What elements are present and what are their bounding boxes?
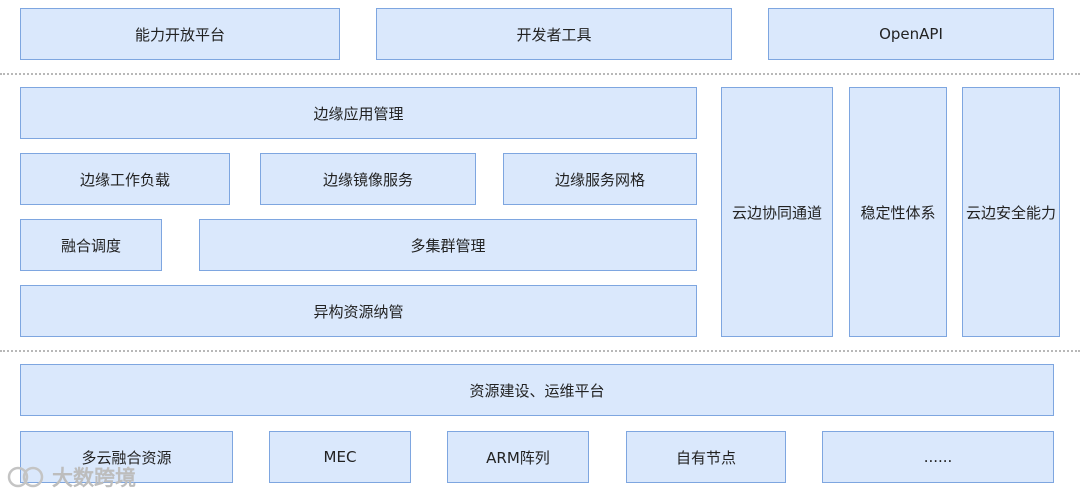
edge-image-service-box: 边缘镜像服务	[260, 153, 476, 205]
openapi-box: OpenAPI	[768, 8, 1054, 60]
cloud-edge-channel-box: 云边协同通道	[721, 87, 833, 337]
heterogeneous-resource-box: 异构资源纳管	[20, 285, 697, 337]
multi-cloud-resource-box: 多云融合资源	[20, 431, 233, 483]
cloud-edge-security-box: 云边安全能力	[962, 87, 1060, 337]
resource-ops-platform-box: 资源建设、运维平台	[20, 364, 1054, 416]
own-node-box: 自有节点	[626, 431, 786, 483]
watermark-logo-icon	[7, 466, 44, 488]
open-capability-platform-box: 能力开放平台	[20, 8, 340, 60]
fusion-scheduling-box: 融合调度	[20, 219, 162, 271]
bottom-separator	[0, 350, 1080, 352]
edge-app-management-box: 边缘应用管理	[20, 87, 697, 139]
arm-array-box: ARM阵列	[447, 431, 589, 483]
top-separator	[0, 73, 1080, 75]
mec-box: MEC	[269, 431, 411, 483]
ellipsis-box: ......	[822, 431, 1054, 483]
edge-workload-box: 边缘工作负载	[20, 153, 230, 205]
multi-cluster-management-box: 多集群管理	[199, 219, 697, 271]
developer-tools-box: 开发者工具	[376, 8, 732, 60]
watermark: 大数跨境	[6, 462, 136, 492]
stability-system-box: 稳定性体系	[849, 87, 947, 337]
edge-service-mesh-box: 边缘服务网格	[503, 153, 697, 205]
watermark-text: 大数跨境	[52, 466, 136, 490]
